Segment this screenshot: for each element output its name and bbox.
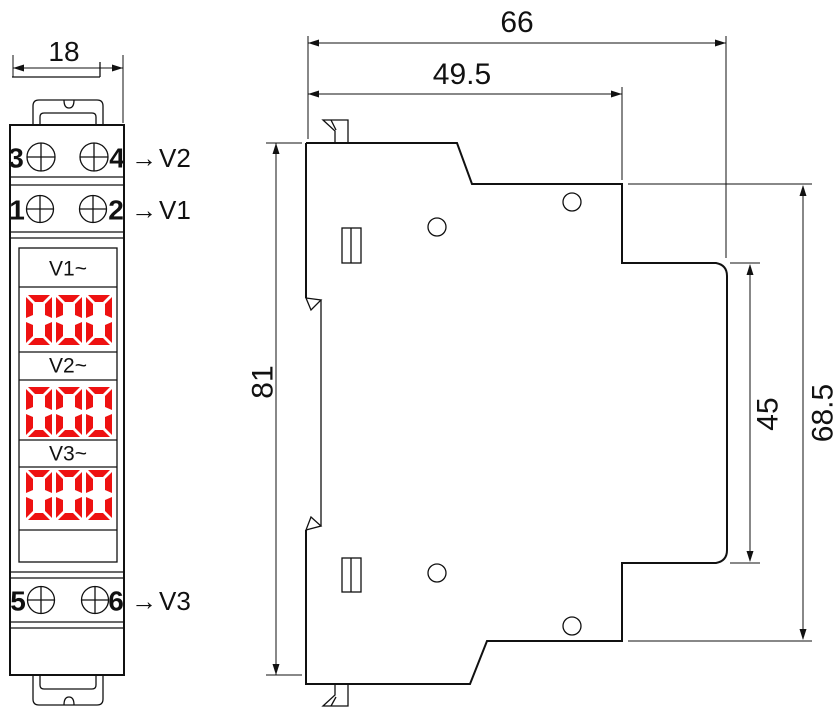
terminal-number: 4 — [109, 143, 125, 174]
signal-label-v1: →V1 — [131, 195, 191, 225]
dim-81-label: 81 — [247, 365, 280, 398]
signal-label-v2: →V2 — [131, 143, 191, 173]
seven-segment-digit — [56, 470, 82, 520]
screw-terminal-icon — [25, 194, 55, 224]
pin-hole — [562, 616, 582, 636]
display-label-v1: V1~ — [49, 258, 87, 281]
dimension-total-depth-66: 66 — [307, 6, 727, 258]
terminal-number: 1 — [9, 195, 25, 226]
screw-terminal-icon — [78, 194, 108, 224]
seven-segment-digit — [56, 387, 82, 437]
seven-segment-digit — [26, 295, 52, 345]
dim-18-label: 18 — [48, 36, 79, 67]
dimension-window-height-45: 45 — [730, 262, 785, 564]
side-body-outline — [305, 142, 728, 685]
display-label-v2: V2~ — [49, 355, 87, 378]
screw-terminal-icon — [26, 142, 56, 172]
signal-label-v3: →V3 — [131, 586, 191, 616]
seven-segment-display-v1 — [26, 295, 112, 345]
right-arrow-icon: → — [131, 143, 157, 173]
seven-segment-display-v3 — [26, 470, 112, 520]
seven-segment-digit — [56, 295, 82, 345]
display-label-v3: V3~ — [49, 443, 87, 466]
screw-terminal-icon — [26, 585, 56, 615]
terminal-number: 6 — [108, 586, 124, 617]
dimension-height-81: 81 — [247, 142, 302, 676]
side-top-clip — [321, 119, 349, 143]
seven-segment-display-v2 — [26, 387, 112, 437]
side-view: 66 49.5 81 45 — [247, 6, 839, 707]
dim-45-label: 45 — [752, 397, 785, 430]
right-arrow-icon: → — [131, 586, 157, 616]
dimension-front-height-68-5: 68.5 — [628, 183, 839, 642]
side-bottom-clip — [321, 684, 349, 707]
pin-hole — [562, 192, 582, 212]
dim-49-5-label: 49.5 — [433, 58, 491, 91]
seven-segment-digit — [26, 387, 52, 437]
seven-segment-digit — [86, 470, 112, 520]
dim-68-5-label: 68.5 — [807, 384, 839, 442]
right-arrow-icon: → — [131, 195, 157, 225]
terminal-row-v1: 1 2 →V1 — [9, 195, 191, 226]
terminal-row-v3: 5 6 →V3 — [10, 586, 191, 617]
front-view: 18 3 — [8, 36, 191, 706]
pin-hole — [427, 217, 447, 237]
display-panel: V1~ V2~ V3~ — [18, 247, 118, 563]
dimension-width-18: 18 — [12, 36, 124, 123]
terminal-number: 2 — [108, 195, 124, 226]
din-rail-groove — [304, 143, 323, 531]
vent-slot — [341, 557, 362, 593]
front-top-clip — [12, 62, 104, 125]
front-section-lines — [10, 176, 124, 629]
terminal-row-v2: 3 4 →V2 — [8, 142, 191, 174]
dimension-body-depth-49-5: 49.5 — [308, 58, 623, 180]
screw-terminal-icon — [80, 585, 110, 615]
terminal-number: 5 — [10, 586, 26, 617]
terminal-number: 3 — [8, 143, 24, 174]
seven-segment-digit — [86, 387, 112, 437]
vent-slot — [341, 227, 362, 264]
seven-segment-digit — [86, 295, 112, 345]
pin-hole — [427, 563, 447, 583]
dim-66-label: 66 — [500, 6, 533, 39]
screw-terminal-icon — [79, 142, 109, 172]
front-body-outline — [9, 124, 125, 676]
seven-segment-digit — [26, 470, 52, 520]
front-bottom-clip — [32, 675, 104, 706]
